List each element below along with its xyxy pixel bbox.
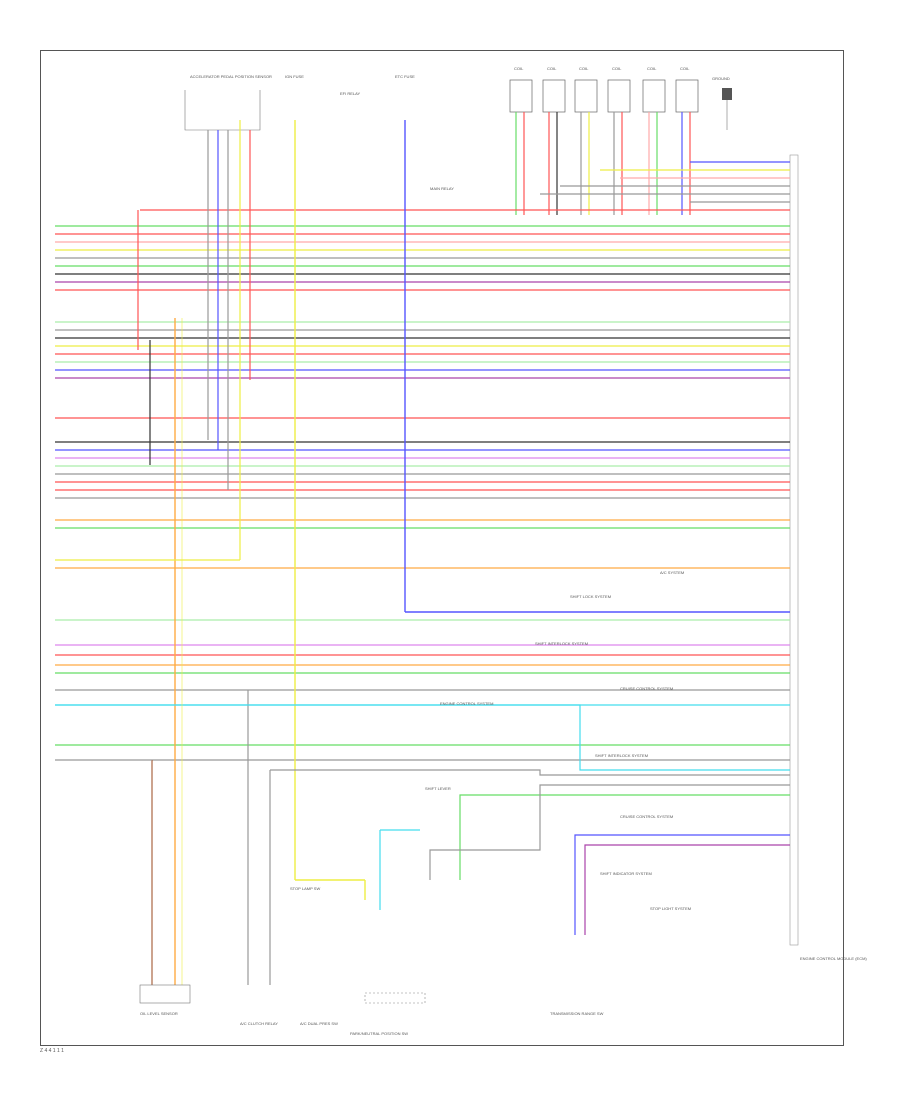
- system-label-5: ENGINE CONTROL SYSTEM: [440, 701, 493, 706]
- shift-wire: [270, 769, 790, 776]
- ignition-coil-box: [642, 79, 666, 113]
- coil-label: COIL: [612, 66, 622, 71]
- ground-icon: GROUND: [712, 76, 732, 130]
- diagram-code: Z 4 4 1 1 1: [40, 1048, 64, 1054]
- cyan-wire: [55, 704, 790, 771]
- pnp-sw-label: PARK/NEUTRAL POSITION SW: [350, 1031, 408, 1036]
- ac-pres-sw-label: A/C DUAL PRES SW: [300, 1021, 338, 1026]
- ignition-coil-box: [509, 79, 533, 113]
- system-label-4: CRUISE CONTROL SYSTEM: [620, 686, 673, 691]
- stop-lamp-sw-label: STOP LAMP SW: [290, 886, 320, 891]
- shift-lever-label: SHIFT LEVER: [425, 786, 451, 791]
- system-label-3: SHIFT INTERLOCK SYSTEM: [535, 641, 588, 646]
- system-label-8: SHIFT INDICATOR SYSTEM: [600, 871, 652, 876]
- blue-wire: [574, 834, 790, 935]
- ignition-coil-box: [574, 79, 598, 113]
- ground-label: GROUND: [712, 76, 730, 81]
- ignition-coil-box: [607, 79, 631, 113]
- oil-sensor-label: OIL LEVEL SENSOR: [140, 1011, 178, 1016]
- oil-level-sensor: OIL LEVEL SENSOR: [139, 984, 191, 1016]
- horizontal-wires: [55, 161, 790, 761]
- green-wire: [459, 794, 790, 880]
- purple-wire: [584, 844, 790, 935]
- coil-label: COIL: [647, 66, 657, 71]
- system-label-9: STOP LIGHT SYSTEM: [650, 906, 691, 911]
- accel-pedal-sensor: ACCELERATOR PEDAL POSITION SENSOR: [184, 74, 272, 131]
- fuse-a-label: IGN FUSE: [285, 74, 304, 79]
- pnp-switch-box: [364, 992, 426, 1004]
- ignition-coils: COIL COIL COIL COIL COIL COIL: [509, 66, 699, 215]
- system-label-6: SHIFT INTERLOCK SYSTEM: [595, 753, 648, 758]
- ecm-label: ENGINE CONTROL MODULE (ECM): [800, 956, 867, 961]
- system-label-2: SHIFT LOCK SYSTEM: [570, 594, 611, 599]
- system-label-1: A/C SYSTEM: [660, 570, 684, 575]
- ignition-coil-box: [675, 79, 699, 113]
- ignition-coil-box: [542, 79, 566, 113]
- system-label-7: CRUISE CONTROL SYSTEM: [620, 814, 673, 819]
- coil-label: COIL: [680, 66, 690, 71]
- relay-label: EFI RELAY: [340, 91, 360, 96]
- gray-wire: [429, 784, 790, 880]
- trans-range-sw-label: TRANSMISSION RANGE SW: [550, 1011, 604, 1016]
- main-relay-label: MAIN RELAY: [430, 186, 454, 191]
- fuse-b-label: ETC FUSE: [395, 74, 415, 79]
- coil-label: COIL: [547, 66, 557, 71]
- ac-relay-label: A/C CLUTCH RELAY: [240, 1021, 278, 1026]
- coil-label: COIL: [514, 66, 524, 71]
- ecm-connector: [789, 154, 799, 946]
- vertical-wires: [55, 120, 790, 985]
- coil-label: COIL: [579, 66, 589, 71]
- accel-sensor-label: ACCELERATOR PEDAL POSITION SENSOR: [190, 74, 272, 79]
- diagram-frame: [40, 50, 844, 1046]
